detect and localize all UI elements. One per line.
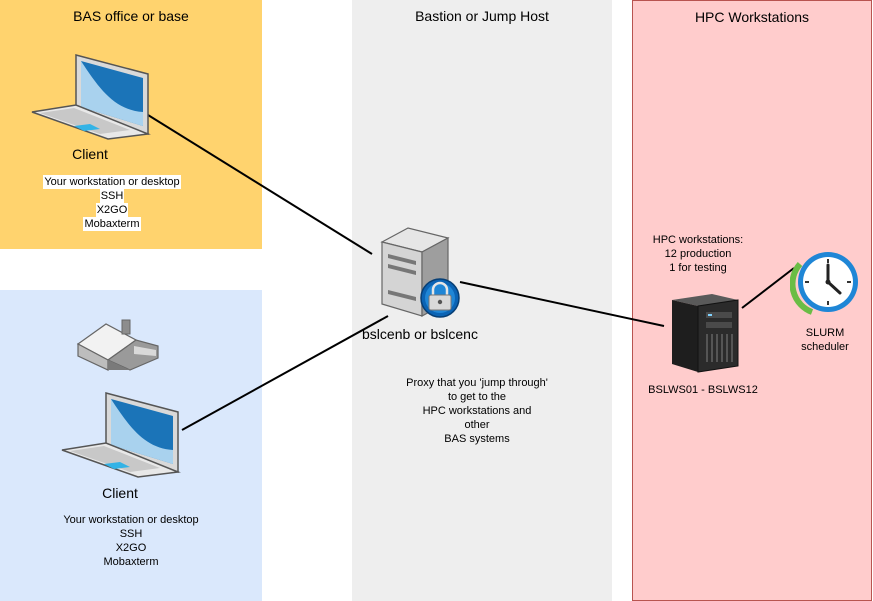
laptop-icon — [61, 392, 181, 478]
slurm-label: SLURM scheduler — [780, 326, 870, 354]
client-top-details: Your workstation or desktop SSH X2GO Mob… — [12, 175, 212, 231]
secure-server-icon — [380, 227, 460, 318]
slurm-label-1: SLURM — [805, 327, 845, 339]
bastion-description: Proxy that you 'jump through' to get to … — [372, 376, 582, 446]
bastion-node-label: bslcenb or bslcenc — [362, 326, 478, 342]
client-bottom-detail-1: Your workstation or desktop — [63, 514, 199, 526]
bas-office-title: BAS office or base — [73, 8, 189, 24]
client-bottom-detail-4: Mobaxterm — [103, 556, 159, 568]
bastion-title: Bastion or Jump Host — [415, 8, 549, 24]
client-bottom-details: Your workstation or desktop SSH X2GO Mob… — [31, 513, 231, 569]
client-top-detail-3: X2GO — [95, 203, 129, 217]
connector-hpc-slurm — [741, 267, 795, 309]
hpc-info: HPC workstations: 12 production 1 for te… — [628, 233, 768, 275]
hpc-info-2: 12 production — [664, 248, 732, 260]
hpc-node-label: BSLWS01 - BSLWS12 — [648, 384, 758, 396]
slurm-label-2: scheduler — [801, 341, 849, 353]
tower-server-icon — [672, 294, 739, 373]
clock-icon — [790, 252, 858, 315]
bastion-desc-3: HPC workstations and — [422, 405, 532, 417]
connector-bastion-hpc — [459, 281, 665, 327]
bastion-desc-1: Proxy that you 'jump through' — [406, 377, 548, 389]
client-bottom-detail-3: X2GO — [115, 542, 147, 554]
bastion-desc-2: to get to the — [447, 391, 507, 403]
client-bottom-detail-2: SSH — [119, 528, 143, 540]
client-top-detail-1: Your workstation or desktop — [43, 175, 181, 189]
laptop-icon — [31, 54, 151, 140]
hpc-info-3: 1 for testing — [669, 262, 727, 274]
bastion-zone: Bastion or Jump Host — [352, 0, 612, 601]
client-bottom-label: Client — [102, 485, 138, 501]
hpc-info-1: HPC workstations: — [652, 234, 744, 246]
house-icon — [76, 319, 159, 371]
connector-client-top-bastion — [147, 114, 373, 255]
client-top-detail-2: SSH — [99, 189, 125, 203]
client-top-label: Client — [72, 146, 108, 162]
connector-client-bottom-bastion — [181, 315, 389, 431]
client-top-detail-4: Mobaxterm — [83, 217, 141, 231]
bastion-desc-5: BAS systems — [444, 433, 510, 445]
hpc-title: HPC Workstations — [694, 9, 810, 25]
bastion-desc-4: other — [464, 419, 490, 431]
